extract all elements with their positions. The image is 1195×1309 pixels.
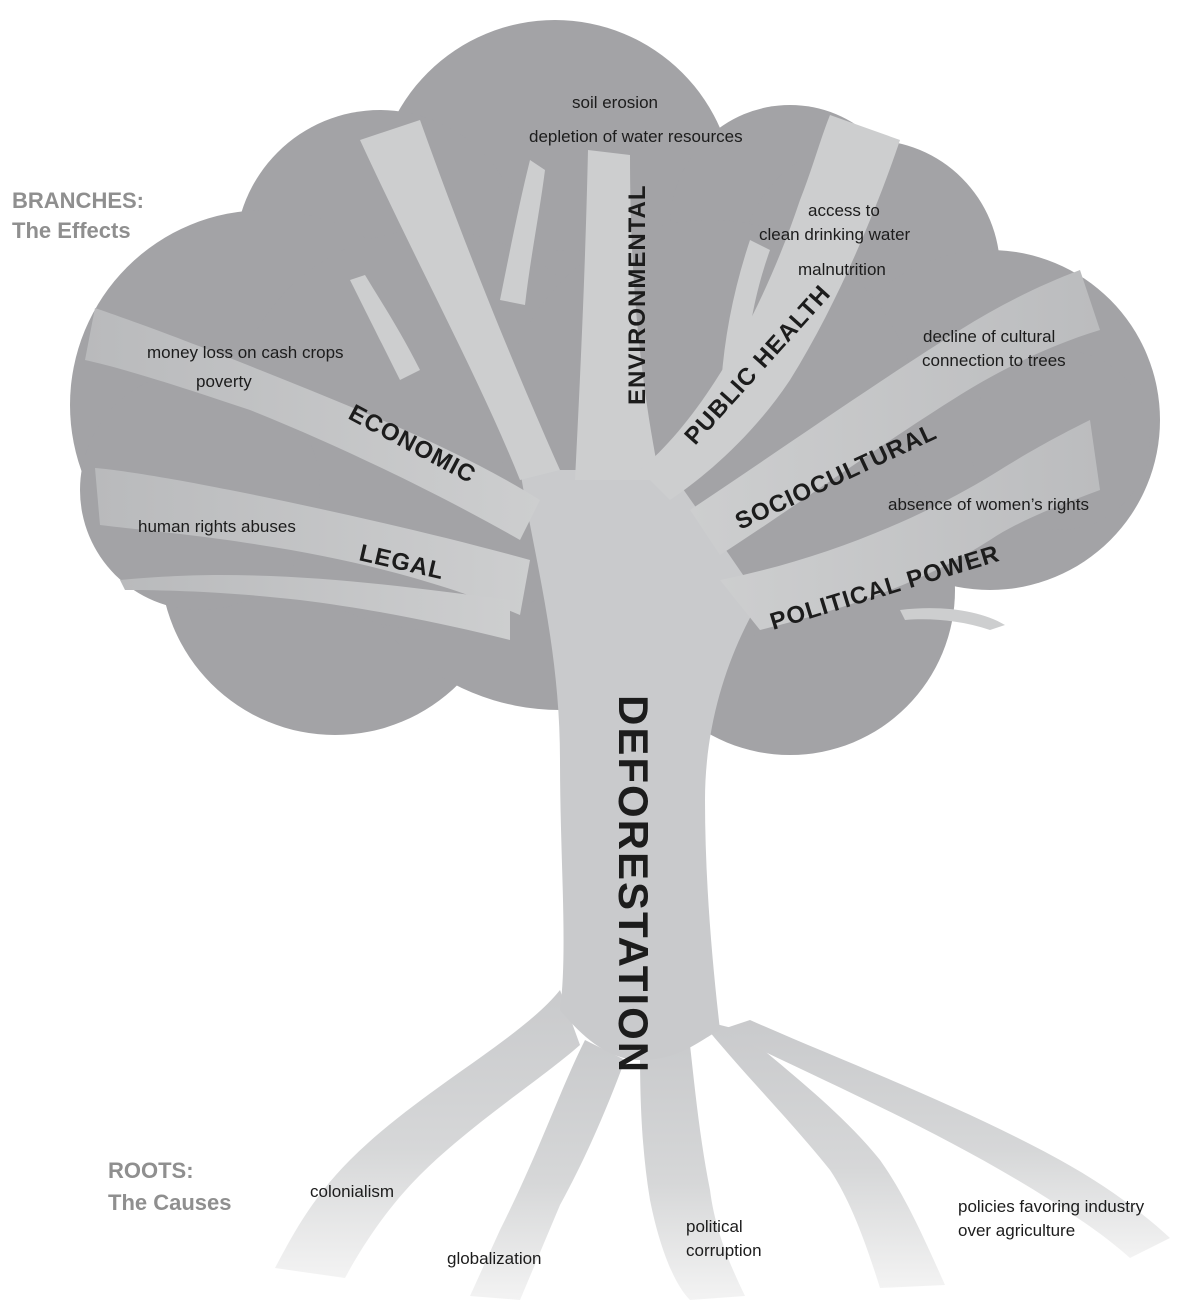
trunk-label: DEFORESTATION — [610, 695, 657, 1074]
effect-access-to: access to — [808, 201, 880, 220]
effect-depletion-water: depletion of water resources — [529, 127, 743, 146]
trunk — [520, 470, 760, 1060]
effect-connection-trees: connection to trees — [922, 351, 1066, 370]
effect-soil-erosion: soil erosion — [572, 93, 658, 112]
branches — [85, 115, 1100, 640]
cause-colonialism: colonialism — [310, 1182, 394, 1201]
effect-human-rights-abuses: human rights abuses — [138, 517, 296, 536]
branches-section-subtitle: The Effects — [12, 218, 131, 243]
branch-label-environmental: ENVIRONMENTAL — [624, 184, 651, 405]
roots — [275, 990, 1170, 1300]
cause-corruption: corruption — [686, 1241, 762, 1260]
cause-globalization: globalization — [447, 1249, 542, 1268]
branches-section-title: BRANCHES: — [12, 188, 144, 213]
effect-clean-drinking-water: clean drinking water — [759, 225, 911, 244]
effect-money-loss: money loss on cash crops — [147, 343, 344, 362]
roots-section-title: ROOTS: — [108, 1158, 194, 1183]
cause-over-agriculture: over agriculture — [958, 1221, 1075, 1240]
effect-absence-womens-rights: absence of women’s rights — [888, 495, 1089, 514]
effect-poverty: poverty — [196, 372, 252, 391]
cause-policies-favoring: policies favoring industry — [958, 1197, 1145, 1216]
cause-political: political — [686, 1217, 743, 1236]
effect-malnutrition: malnutrition — [798, 260, 886, 279]
roots-section-subtitle: The Causes — [108, 1190, 232, 1215]
effect-decline-cultural: decline of cultural — [923, 327, 1055, 346]
